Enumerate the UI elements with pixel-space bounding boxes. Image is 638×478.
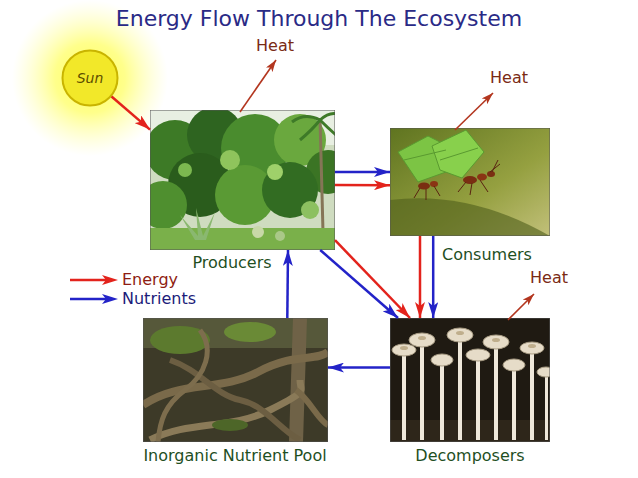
energy-arrow (419, 236, 422, 318)
sun-circle: Sun (61, 49, 119, 107)
heat-label: Heat (490, 68, 528, 87)
energy-arrow (111, 96, 150, 129)
sun-disc-circle (63, 51, 118, 106)
nutrient-arrow (328, 366, 390, 369)
energy-arrow (335, 184, 390, 187)
forest-photo (150, 110, 335, 250)
nutrient-arrow (432, 236, 435, 318)
legend-arrow-sample (68, 274, 118, 286)
nutrient-arrow (286, 250, 289, 318)
nutrient-pool-box: Inorganic Nutrient Pool (143, 318, 328, 442)
sun-label: Sun (77, 70, 104, 87)
consumers-box: Consumers (390, 128, 550, 236)
legend: EnergyNutrients (68, 270, 196, 308)
node-caption: Consumers (442, 245, 532, 264)
heat-label: Heat (530, 268, 568, 287)
node-caption: Inorganic Nutrient Pool (143, 446, 326, 465)
mushrooms-photo (390, 318, 550, 442)
nutrient-arrow (335, 171, 390, 174)
decomposers-box: Decomposers (390, 318, 550, 442)
legend-text: Energy (122, 270, 178, 289)
node-caption: Producers (192, 253, 271, 272)
heat-label: Heat (256, 36, 294, 55)
leaf-ants-photo (390, 128, 550, 236)
node-caption: Decomposers (415, 446, 524, 465)
producers-box: Producers (150, 110, 335, 250)
legend-row: Energy (68, 270, 196, 289)
nutrient-arrow (320, 250, 398, 318)
energy-arrow (335, 240, 410, 318)
legend-row: Nutrients (68, 289, 196, 308)
legend-text: Nutrients (122, 289, 196, 308)
roots-photo (143, 318, 328, 442)
title: Energy Flow Through The Ecosystem (0, 6, 638, 32)
legend-arrow-sample (68, 293, 118, 305)
heat-arrows (240, 60, 534, 320)
